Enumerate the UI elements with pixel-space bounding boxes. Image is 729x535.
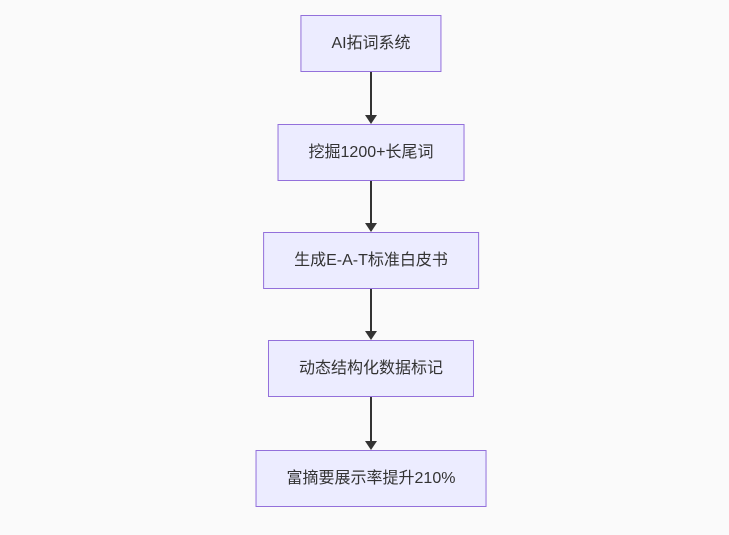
flow-node-longtail-mining: 挖掘1200+长尾词 [277,124,465,181]
flow-node-eat-whitepaper: 生成E-A-T标准白皮书 [263,232,479,289]
flow-arrow [365,397,377,450]
arrow-head-icon [365,115,377,124]
arrow-head-icon [365,331,377,340]
arrow-line [370,289,372,331]
flow-node-label: 动态结构化数据标记 [298,359,444,377]
flow-node-label: AI拓词系统 [331,34,411,52]
arrow-head-icon [365,223,377,232]
flow-node-structured-data: 动态结构化数据标记 [267,340,475,397]
flow-node-ai-system: AI拓词系统 [300,15,442,72]
flow-arrow [365,289,377,340]
flow-node-label: 生成E-A-T标准白皮书 [294,251,448,269]
flow-arrow [365,72,377,124]
flow-node-label: 挖掘1200+长尾词 [308,143,434,161]
arrow-line [370,397,372,441]
arrow-line [370,72,372,115]
flow-node-rich-snippet-result: 富摘要展示率提升210% [255,450,487,507]
arrow-line [370,181,372,223]
flow-arrow [365,181,377,232]
flow-node-label: 富摘要展示率提升210% [286,469,456,487]
arrow-head-icon [365,441,377,450]
